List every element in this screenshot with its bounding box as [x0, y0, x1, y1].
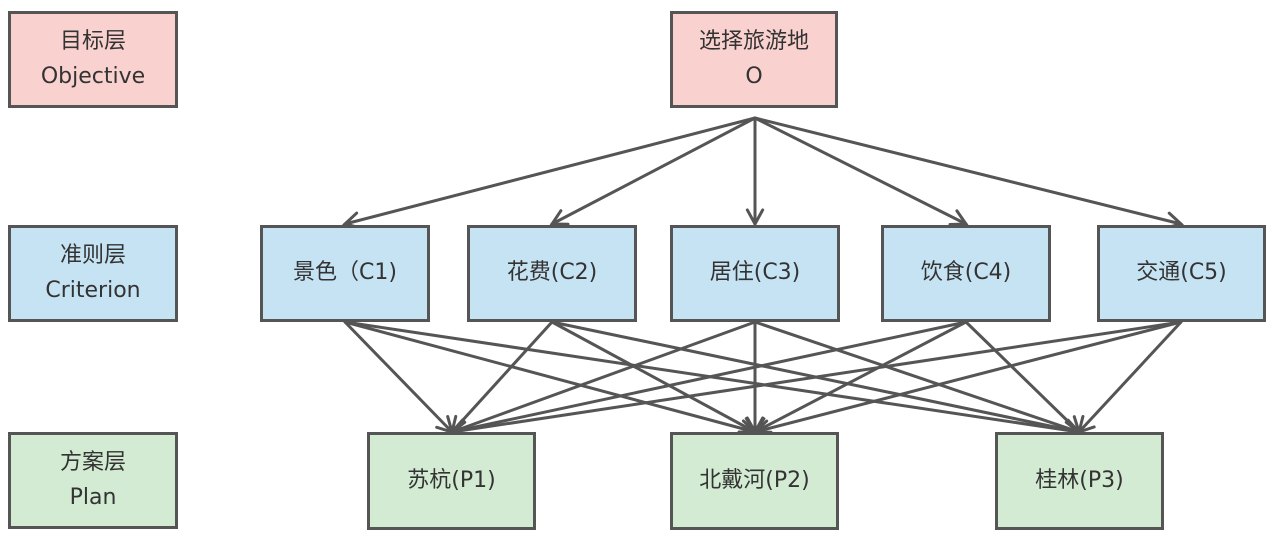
plan-label: 桂林(P3)	[1035, 467, 1124, 493]
objective-title: 选择旅游地	[698, 29, 809, 55]
plan-node-p1: 苏杭(P1)	[367, 432, 536, 530]
arrow-o-to-c2	[549, 116, 757, 226]
arrow-o-to-c1	[341, 116, 757, 230]
criterion-node-c3: 居住(C3)	[670, 225, 840, 322]
layer-objective-subtitle: Objective	[40, 63, 146, 89]
arrow-c2-to-p1	[449, 320, 554, 435]
layer-criterion-title: 准则层	[59, 243, 126, 269]
layer-criterion-subtitle: Criterion	[45, 277, 141, 303]
layer-label-criterion: 准则层 Criterion	[8, 225, 178, 322]
criterion-node-c5: 交通(C5)	[1097, 225, 1266, 322]
arrow-o-to-c3	[745, 116, 765, 228]
arrow-o-to-c4	[753, 116, 969, 227]
criterion-label: 饮食(C4)	[920, 260, 1012, 286]
layer-plan-subtitle: Plan	[69, 484, 117, 510]
objective-node: 选择旅游地 O	[670, 11, 838, 108]
arrow-c2-to-p2	[550, 320, 758, 434]
arrow-o-to-c5	[753, 116, 1185, 230]
criterion-node-c2: 花费(C2)	[467, 225, 637, 322]
layer-plan-title: 方案层	[59, 450, 126, 476]
objective-label: O	[745, 63, 763, 89]
plan-label: 苏杭(P1)	[407, 467, 496, 493]
criterion-node-c1: 景色（C1)	[260, 225, 430, 322]
criterion-label: 交通(C5)	[1136, 260, 1227, 286]
arrow-c4-to-p2	[752, 320, 968, 434]
criterion-label: 花费(C2)	[506, 260, 598, 286]
plan-node-p3: 桂林(P3)	[995, 432, 1164, 530]
layer-label-objective: 目标层 Objective	[8, 11, 178, 108]
arrow-c1-to-p1	[343, 320, 455, 435]
criterion-node-c4: 饮食(C4)	[881, 225, 1051, 322]
criterion-label: 景色（C1)	[293, 260, 397, 286]
criterion-label: 居住(C3)	[709, 260, 801, 286]
arrow-c5-to-p3	[1076, 320, 1183, 435]
layer-objective-title: 目标层	[59, 29, 126, 55]
arrow-c3-to-p2	[745, 320, 765, 436]
plan-node-p2: 北戴河(P2)	[670, 432, 839, 530]
layer-label-plan: 方案层 Plan	[8, 432, 178, 529]
plan-label: 北戴河(P2)	[699, 467, 810, 493]
